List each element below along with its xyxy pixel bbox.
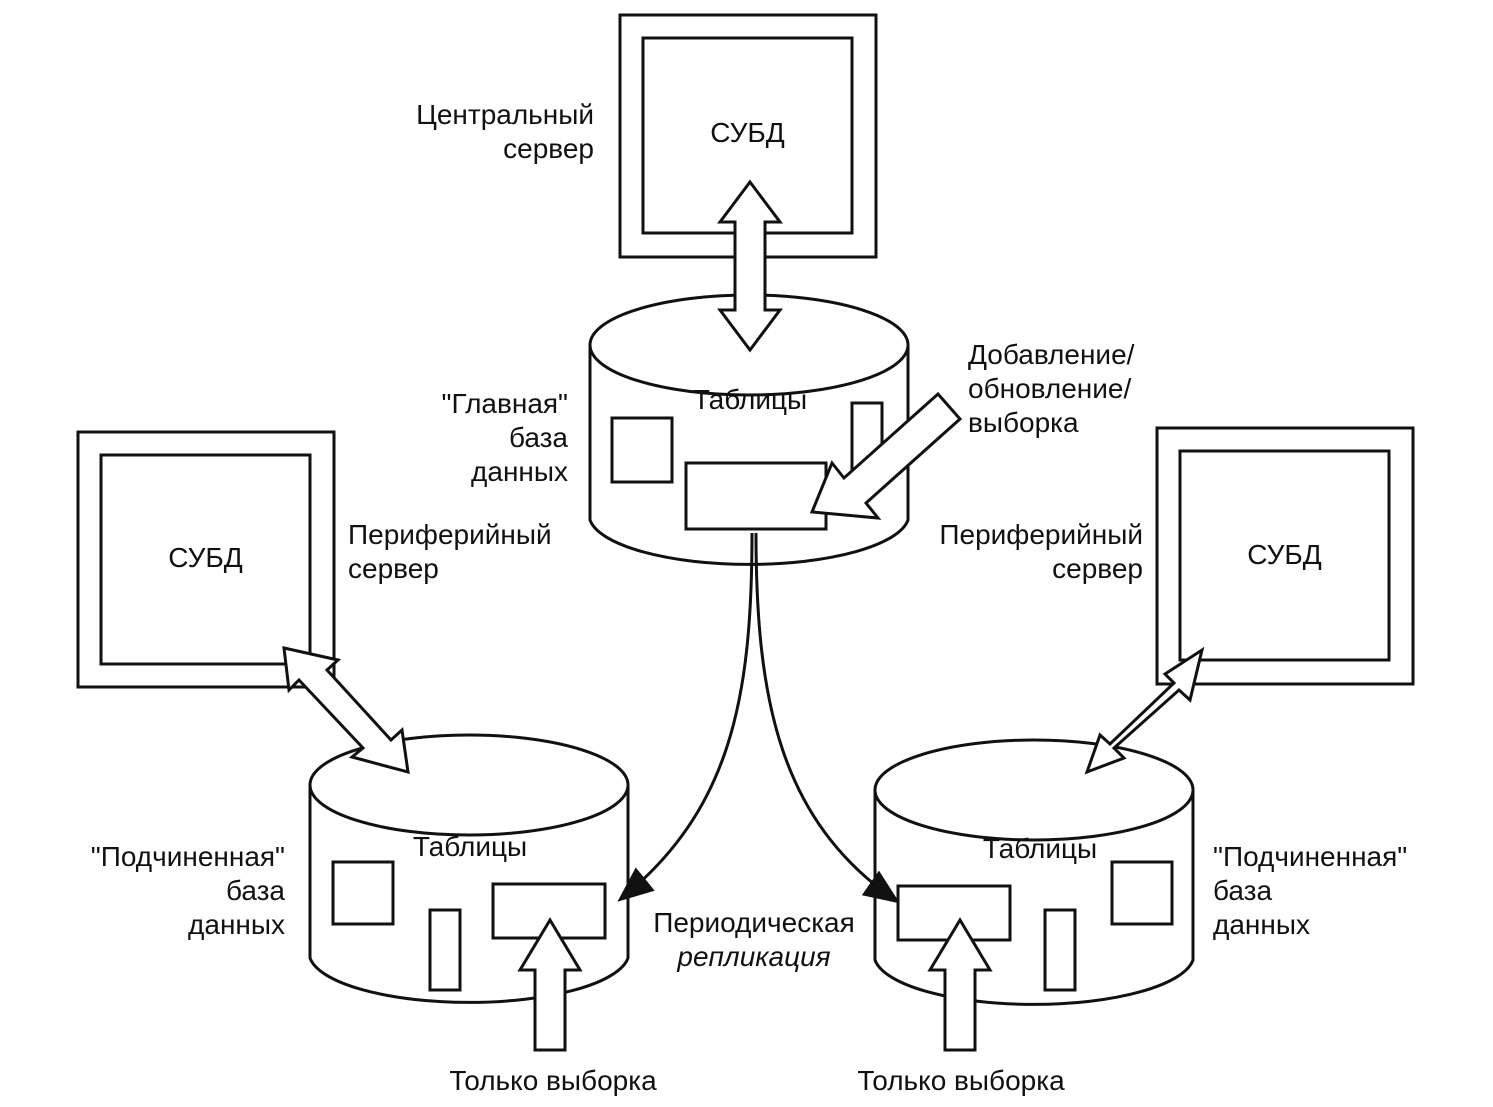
master-table-1 <box>610 416 674 484</box>
left-dbms-label: СУБД <box>168 542 243 573</box>
left-slave-db-cylinder <box>308 733 630 1004</box>
replication-curve-right <box>754 532 900 904</box>
replication-curve-left <box>617 532 754 902</box>
left-slave-table-1 <box>331 860 395 926</box>
right-double-arrow <box>1084 646 1205 775</box>
right-peripheral-server <box>1155 426 1415 686</box>
right-read-only-label: Только выборка <box>857 1065 1065 1096</box>
master-tables-label: Таблицы <box>692 384 808 415</box>
right-slave-table-1 <box>1110 860 1174 926</box>
left-double-arrow <box>282 646 410 775</box>
left-slave-tables-label: Таблицы <box>412 831 528 862</box>
right-slave-db-cylinder <box>873 738 1195 1006</box>
central-dbms-label: СУБД <box>710 117 785 148</box>
write-arrow <box>809 391 963 520</box>
left-read-arrow <box>517 917 583 1052</box>
left-read-only-label: Только выборка <box>449 1065 657 1096</box>
central-double-arrow <box>717 179 783 353</box>
left-peripheral-server <box>76 430 336 689</box>
master-table-3 <box>684 461 828 531</box>
central-server-label: Центральный сервер <box>416 99 594 164</box>
replication-label-line2: репликация <box>677 941 831 972</box>
right-slave-db-label: "Подчиненная" база данных <box>1213 841 1408 940</box>
left-slave-db-label: "Подчиненная" база данных <box>90 841 285 940</box>
right-dbms-label: СУБД <box>1247 539 1322 570</box>
right-slave-table-2 <box>1043 908 1077 992</box>
write-ops-label: Добавление/ обновление/ выборка <box>968 339 1135 438</box>
left-server-label: Периферийный сервер <box>348 519 552 584</box>
right-slave-tables-label: Таблицы <box>982 833 1098 864</box>
right-server-label: Периферийный сервер <box>939 519 1143 584</box>
right-read-arrow <box>927 917 993 1052</box>
master-db-label: "Главная" база данных <box>441 388 568 487</box>
replication-label-line1: Периодическая <box>653 907 855 938</box>
left-slave-table-2 <box>428 908 462 992</box>
